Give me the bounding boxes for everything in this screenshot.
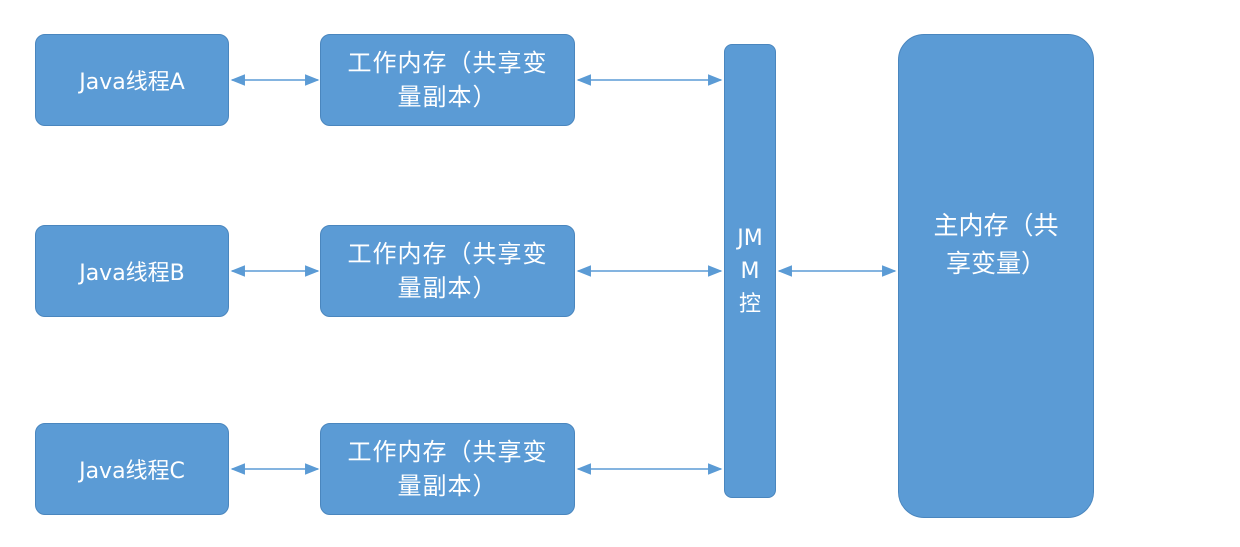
thread-b-box: Java线程B	[35, 225, 229, 317]
thread-a-box: Java线程A	[35, 34, 229, 126]
main-memory-label: 主内存（共享变量）	[933, 211, 1059, 278]
jmm-control-label: JMM控	[737, 225, 763, 317]
working-memory-b-box: 工作内存（共享变量副本）	[320, 225, 575, 317]
jmm-control-box: JMM控	[724, 44, 776, 498]
thread-c-box: Java线程C	[35, 423, 229, 515]
working-memory-b-label: 工作内存（共享变量副本）	[347, 240, 548, 302]
working-memory-a-box: 工作内存（共享变量副本）	[320, 34, 575, 126]
working-memory-a-label: 工作内存（共享变量副本）	[347, 49, 548, 111]
thread-c-label: Java线程C	[79, 459, 185, 484]
working-memory-c-box: 工作内存（共享变量副本）	[320, 423, 575, 515]
main-memory-box: 主内存（共享变量）	[898, 34, 1094, 518]
working-memory-c-label: 工作内存（共享变量副本）	[347, 438, 548, 500]
thread-a-label: Java线程A	[79, 70, 185, 95]
thread-b-label: Java线程B	[79, 261, 185, 286]
